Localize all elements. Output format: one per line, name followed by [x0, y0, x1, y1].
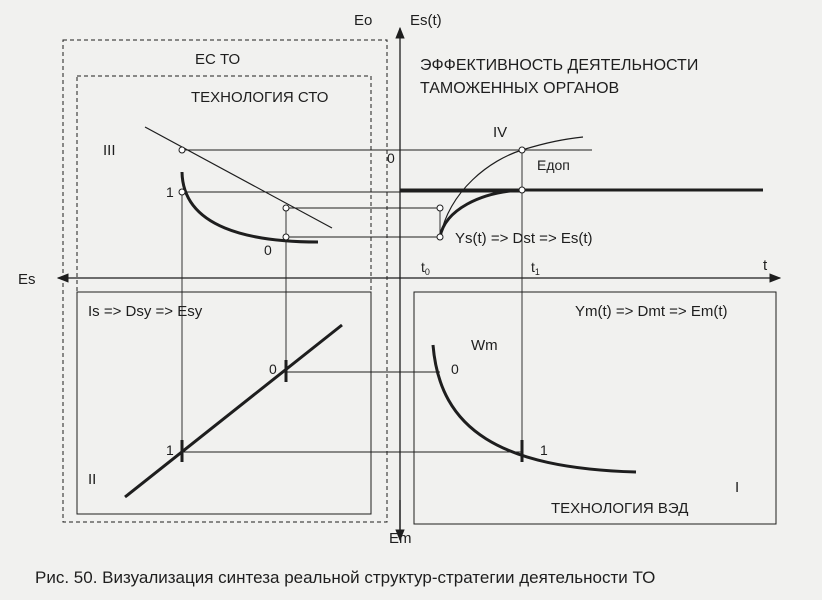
quadrant-label-ii: II	[88, 471, 96, 488]
q2-one-label: 1	[166, 442, 174, 458]
wm-label: Wm	[471, 337, 498, 354]
quadrant-label-iii: III	[103, 142, 116, 159]
q4-thick-curve	[438, 188, 523, 238]
quadrant-label-i: I	[735, 479, 739, 496]
ys-formula-label: Ys(t) => Dst => Es(t)	[455, 230, 593, 247]
ym-formula-label: Ym(t) => Dmt => Em(t)	[575, 303, 728, 320]
tech-sto-box-label: ТЕХНОЛОГИЯ СТО	[191, 89, 328, 106]
is-formula-label: Is => Dsy => Esy	[88, 303, 203, 320]
q3-straight-line	[144, 126, 333, 229]
tech-sto-box	[76, 75, 372, 293]
t1-label: t1	[531, 259, 540, 277]
q3-one-label: 1	[166, 184, 174, 200]
axis-label-t: t	[763, 257, 768, 274]
q1-zero-label: 0	[451, 361, 459, 377]
diagram-canvas: Eo Es(t) Es Em t t0 t1 ЕС ТО ТЕХНОЛОГИЯ …	[18, 12, 782, 547]
q1-one-label: 1	[540, 442, 548, 458]
title-line-2: ТАМОЖЕННЫХ ОРГАНОВ	[420, 80, 619, 97]
q2-zero-label: 0	[269, 361, 277, 377]
q2-thick-line	[124, 323, 343, 499]
q3-curve	[180, 171, 319, 244]
tech-ved-box	[413, 291, 777, 525]
figure-caption: Рис. 50. Визуализация синтеза реальной с…	[35, 568, 656, 587]
axis-label-es-t: Es(t)	[410, 12, 442, 29]
es-to-box-label: ЕС ТО	[195, 51, 240, 68]
tech-ved-box-label: ТЕХНОЛОГИЯ ВЭД	[551, 500, 688, 517]
quadrant-label-iv: IV	[493, 124, 507, 141]
axis-label-es: Es	[18, 271, 36, 288]
q4-zero-label: 0	[387, 150, 395, 166]
t0-label: t0	[421, 259, 430, 277]
q3-zero-label: 0	[264, 242, 272, 258]
edop-label: Eдоп	[537, 157, 570, 173]
axis-label-eo: Eo	[354, 12, 372, 29]
q4-thin-curve	[439, 136, 584, 238]
q1-curve	[431, 344, 637, 474]
connector-lines	[181, 149, 592, 453]
q2-box	[76, 291, 372, 515]
tick-marks	[180, 360, 524, 462]
title-line-1: ЭФФЕКТИВНОСТЬ ДЕЯТЕЛЬНОСТИ	[420, 57, 698, 74]
es-to-box	[62, 39, 388, 523]
axis-label-em: Em	[389, 530, 412, 547]
marker-points	[178, 146, 526, 241]
